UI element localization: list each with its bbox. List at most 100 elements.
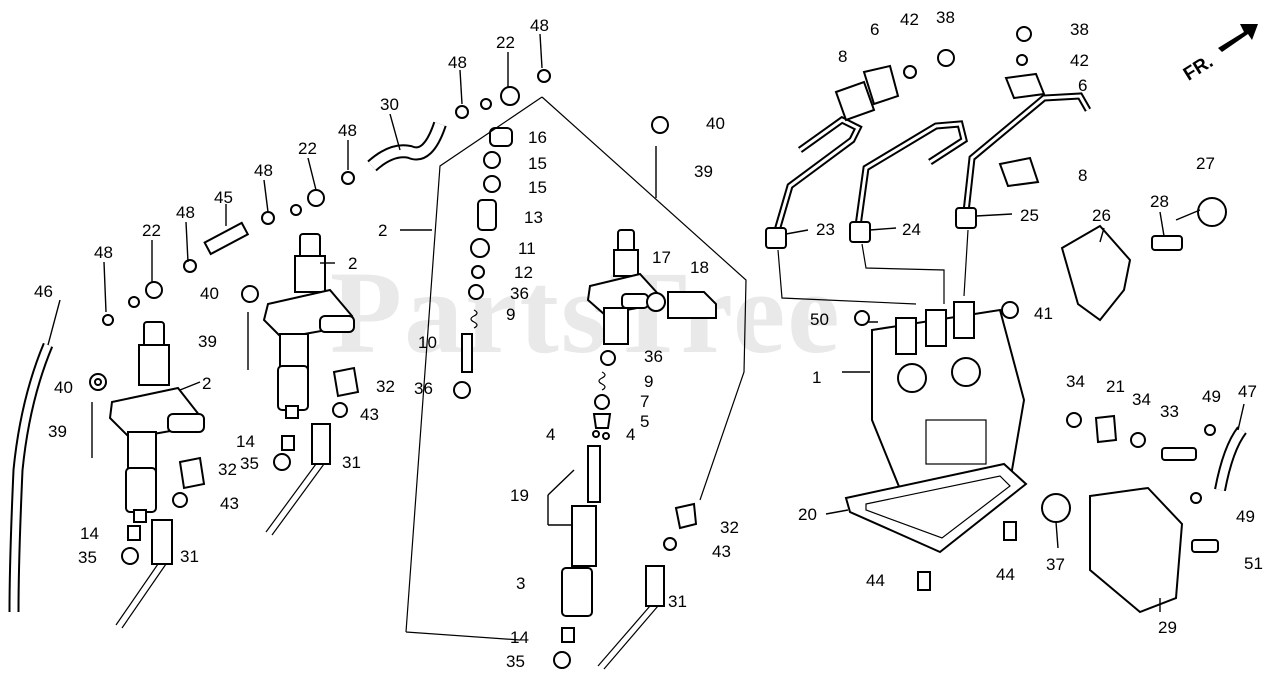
callout-36: 36 [414,379,433,398]
callout-14: 14 [510,628,529,647]
injector-assembly-left [108,321,205,523]
callout-1: 1 [812,368,821,387]
callout-48: 48 [254,161,273,180]
callout-13: 13 [524,208,543,227]
callout-4: 4 [626,425,635,444]
callout-44: 44 [866,571,885,590]
callout-49: 49 [1202,387,1221,406]
callout-23: 23 [816,220,835,239]
callout-9: 9 [506,305,515,324]
callout-38: 38 [936,8,955,27]
callout-14: 14 [236,432,255,451]
callout-43: 43 [220,494,239,513]
callout-40: 40 [54,378,73,397]
callout-31: 31 [342,453,361,472]
callout-41: 41 [1034,304,1053,323]
callout-42: 42 [1070,51,1089,70]
callout-27: 27 [1196,154,1215,173]
pipe-clamps [834,26,1046,188]
callout-2: 2 [202,374,211,393]
callout-35: 35 [240,454,259,473]
callout-6: 6 [870,20,879,39]
callout-39: 39 [198,332,217,351]
glow-plug-right [597,565,665,670]
callout-32: 32 [218,460,237,479]
callout-7: 7 [640,392,649,411]
callout-8: 8 [838,47,847,66]
callout-31: 31 [668,592,687,611]
callout-18: 18 [690,258,709,277]
front-arrow-icon [1218,24,1258,52]
callout-19: 19 [510,486,529,505]
callout-48: 48 [530,16,549,35]
callout-34: 34 [1132,390,1151,409]
injection-pipes [765,92,1092,305]
callout-2: 2 [378,221,387,240]
callout-44: 44 [996,565,1015,584]
injector-assembly-middle [262,233,355,419]
callout-47: 47 [1238,382,1257,401]
callout-28: 28 [1150,192,1169,211]
callout-15: 15 [528,178,547,197]
callout-37: 37 [1046,555,1065,574]
callout-24: 24 [902,220,921,239]
injection-pump [844,301,1028,554]
callout-32: 32 [376,377,395,396]
watermark: PartsTree [330,247,842,378]
callout-32: 32 [720,518,739,537]
glow-plug-middle [265,423,331,536]
callout-22: 22 [298,139,317,158]
callout-51: 51 [1244,554,1263,573]
callout-48: 48 [448,53,467,72]
callout-25: 25 [1020,206,1039,225]
callout-38: 38 [1070,20,1089,39]
callout-21: 21 [1106,377,1125,396]
front-direction-indicator: FR. [1180,24,1258,85]
callout-48: 48 [338,121,357,140]
callout-15: 15 [528,154,547,173]
callout-45: 45 [214,188,233,207]
callout-48: 48 [176,203,195,222]
callout-39: 39 [694,162,713,181]
callout-35: 35 [506,652,525,671]
return-line-parts [102,69,551,326]
hardware-small-parts [89,285,698,669]
callout-labels: 1 2 2 2 3 4 4 5 6 6 7 8 8 9 9 10 11 12 1… [34,8,1263,671]
callout-40: 40 [706,114,725,133]
callout-34: 34 [1066,372,1085,391]
callout-30: 30 [380,95,399,114]
callout-22: 22 [142,221,161,240]
callout-48: 48 [94,243,113,262]
injector-exploded-parts [453,116,717,617]
callout-46: 46 [34,282,53,301]
callout-2: 2 [348,254,357,273]
callout-50: 50 [810,310,829,329]
callout-36: 36 [644,347,663,366]
callout-22: 22 [496,33,515,52]
callout-36: 36 [510,284,529,303]
callout-16: 16 [528,128,547,147]
callout-29: 29 [1158,618,1177,637]
callout-43: 43 [712,542,731,561]
callout-39: 39 [48,422,67,441]
injector-assembly-right [586,229,662,345]
callout-11: 11 [518,239,536,258]
callout-4: 4 [546,425,555,444]
callout-35: 35 [78,548,97,567]
callout-43: 43 [360,405,379,424]
callout-26: 26 [1092,206,1111,225]
callout-8: 8 [1078,166,1087,185]
callout-20: 20 [798,505,817,524]
callout-31: 31 [180,547,199,566]
callout-9: 9 [644,372,653,391]
callout-33: 33 [1160,402,1179,421]
callout-14: 14 [80,524,99,543]
callout-6: 6 [1078,76,1087,95]
direction-label: FR. [1180,51,1217,85]
callout-42: 42 [900,10,919,29]
callout-12: 12 [514,263,533,282]
glow-plug-left [115,519,173,629]
callout-3: 3 [516,574,525,593]
leader-lines [47,33,1245,612]
